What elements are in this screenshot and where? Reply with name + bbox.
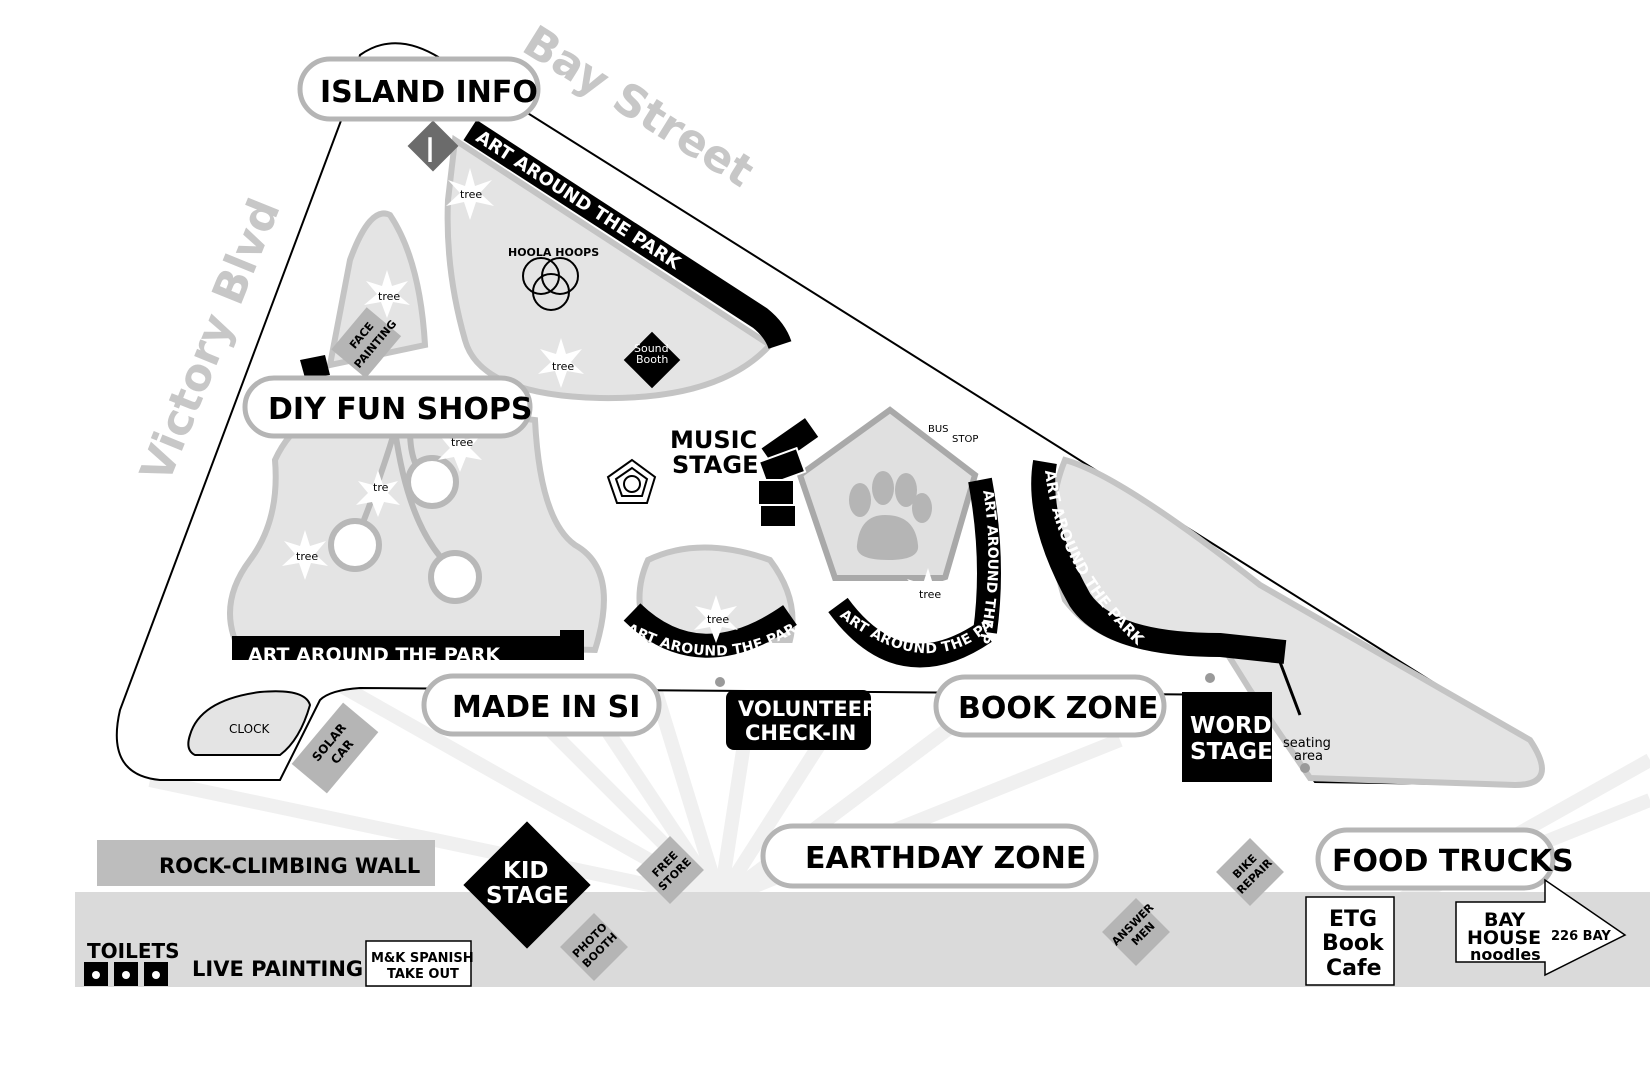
art-path-paw-side	[968, 477, 1001, 634]
earthday-label: EARTHDAY ZONE	[805, 841, 1086, 876]
sound-booth-label-2: Booth	[636, 353, 668, 366]
art-path-left	[232, 630, 584, 660]
tree-label: tree	[552, 360, 574, 373]
clock-area	[187, 690, 312, 756]
art-paths	[232, 119, 1287, 668]
etg-label-1: ETG	[1329, 907, 1377, 932]
tree-icon: tree	[364, 270, 410, 318]
mk-spanish-label-2: TAKE OUT	[387, 967, 459, 982]
zone-book-zone[interactable]: BOOK ZONE	[933, 674, 1167, 738]
mk-spanish-label-1: M&K SPANISH	[371, 951, 474, 966]
tree-label: tree	[919, 588, 941, 601]
answer-men-sign	[1102, 898, 1170, 966]
word-stage[interactable]: WORD STAGE	[1182, 692, 1273, 782]
tree-icon: tree	[438, 425, 482, 472]
zone-diy-fun-shops[interactable]: DIY FUN SHOPS	[242, 375, 533, 439]
paw-pavilion	[796, 406, 979, 581]
tree-icon: tree	[905, 568, 951, 618]
tree-label: tree	[707, 613, 729, 626]
hoola-label: HOOLA HOOPS	[508, 246, 599, 259]
bay-house-label-2: HOUSE	[1467, 927, 1541, 949]
tree-label: tree	[460, 188, 482, 201]
tree-label: tree	[296, 550, 318, 563]
toilets-label: TOILETS	[87, 939, 180, 963]
tree-icon: tree	[282, 530, 328, 580]
bay-house-label-1: BAY	[1484, 909, 1525, 931]
island-info-label: ISLAND INFO	[320, 75, 538, 110]
pentagon-icon	[606, 458, 657, 504]
volunteer-label-2: CHECK-IN	[745, 721, 856, 745]
made-in-si-label: MADE IN SI	[452, 690, 640, 725]
trees: tree tree tree tree tre tree tree tree	[282, 168, 951, 643]
zone-food-trucks[interactable]: FOOD TRUCKS	[1315, 827, 1574, 891]
seating-label-1: seating	[1283, 736, 1331, 751]
etg-label-2: Book	[1322, 931, 1385, 956]
art-path-center	[623, 603, 797, 658]
rock-climbing-label: ROCK-CLIMBING WALL	[159, 854, 420, 878]
word-stage-label-2: STAGE	[1190, 739, 1273, 765]
hoola-hoops-icon	[522, 257, 579, 311]
bay-house-label-3: noodles	[1470, 945, 1541, 964]
bay-226-label: 226 BAY	[1551, 929, 1611, 944]
photo-booth-sign	[560, 913, 628, 981]
word-stage-label-1: WORD	[1190, 713, 1272, 739]
bike-repair-sign	[1216, 838, 1284, 906]
live-painting-label: LIVE PAINTING	[192, 957, 363, 981]
tree-icon: tre	[356, 470, 400, 517]
volunteer-check-in[interactable]: VOLUNTEER CHECK-IN	[726, 690, 878, 750]
art-label-left: ART AROUND THE PARK	[248, 644, 501, 666]
bay-house-arrow	[1455, 878, 1627, 977]
zone-made-in-si[interactable]: MADE IN SI	[421, 673, 662, 737]
seating-bench	[1278, 661, 1302, 716]
art-path-top	[463, 119, 792, 350]
sound-booth-label-1: Sound	[634, 342, 669, 355]
tree-icon: tree	[538, 338, 584, 388]
bus-stop-label-2: STOP	[952, 434, 978, 445]
clock-label: CLOCK	[229, 722, 270, 736]
diy-label: DIY FUN SHOPS	[268, 392, 532, 427]
music-stage-label-1: MUSIC	[670, 426, 757, 454]
rock-climbing-wall	[97, 840, 435, 886]
svg-text:ART AROUND THE PARK: ART AROUND THE PARK	[248, 644, 501, 666]
zone-island-info[interactable]: ISLAND INFO	[297, 56, 541, 122]
paw-print-icon	[849, 471, 932, 560]
music-stage-label-2: STAGE	[672, 451, 758, 479]
tree-label: tree	[451, 436, 473, 449]
kid-stage[interactable]: KID STAGE	[463, 821, 591, 949]
free-store-sign	[636, 836, 704, 904]
seating-label-2: area	[1294, 749, 1323, 764]
art-path-paw-bottom	[828, 597, 992, 668]
park-zones	[227, 134, 1545, 789]
zone-earthday[interactable]: EARTHDAY ZONE	[760, 823, 1099, 889]
solar-car-sign	[291, 702, 379, 794]
mk-spanish-box	[365, 940, 472, 987]
art-path-right	[1031, 459, 1287, 664]
kid-stage-label-2: STAGE	[486, 883, 569, 909]
etg-label-3: Cafe	[1326, 956, 1381, 981]
tree-icon: tree	[694, 595, 738, 643]
info-letter: I	[425, 131, 435, 171]
face-painting-sign	[331, 307, 402, 379]
tree-label: tree	[378, 290, 400, 303]
etg-book-cafe-box	[1305, 896, 1395, 986]
art-path-top-marker	[300, 355, 330, 378]
tree-label: tre	[373, 481, 389, 494]
food-trucks-label: FOOD TRUCKS	[1332, 844, 1574, 879]
volunteer-label-1: VOLUNTEER	[738, 697, 878, 721]
bus-stop-label-1: BUS	[928, 424, 949, 435]
tree-icon: tree	[446, 168, 494, 220]
book-zone-label: BOOK ZONE	[958, 691, 1158, 726]
kid-stage-label-1: KID	[503, 858, 548, 884]
music-stage-steps	[757, 415, 821, 528]
toilet-icons	[84, 962, 168, 986]
